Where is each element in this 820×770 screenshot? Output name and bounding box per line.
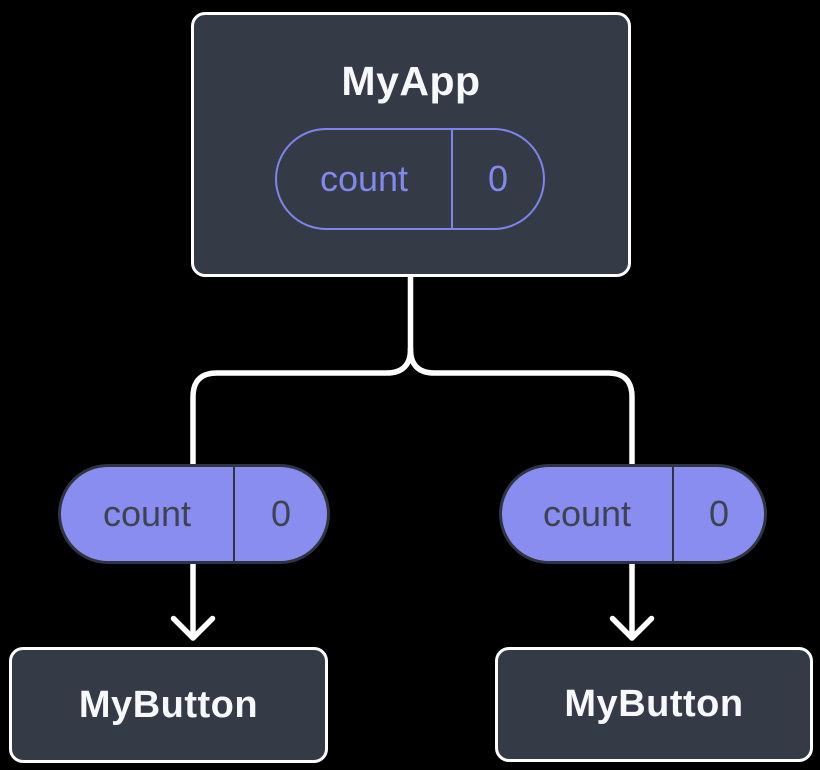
prop-name: count [542,493,632,534]
prop-value: 0 [270,493,292,534]
arrowhead-right-icon [609,615,655,641]
state-pill-count: count 0 [275,128,545,230]
state-name: count [319,158,409,199]
connector-branch-left [190,346,414,636]
state-value: 0 [487,158,509,199]
arrowhead-left-icon [170,615,216,641]
component-node-myapp: MyApp [191,12,631,277]
prop-name: count [102,493,192,534]
pill-divider [233,467,235,561]
connector-branch-right [407,346,635,636]
component-title: MyButton [78,683,259,726]
component-title: MyApp [341,58,481,104]
prop-pill-count-right: count 0 [499,464,767,564]
component-node-mybutton-right: MyButton [495,647,813,762]
prop-pill-count-left: count 0 [58,464,330,564]
pill-divider [672,467,674,561]
component-title: MyButton [564,683,744,725]
prop-value: 0 [708,493,730,534]
component-node-mybutton-left: MyButton [9,647,328,763]
pill-divider [451,130,453,228]
